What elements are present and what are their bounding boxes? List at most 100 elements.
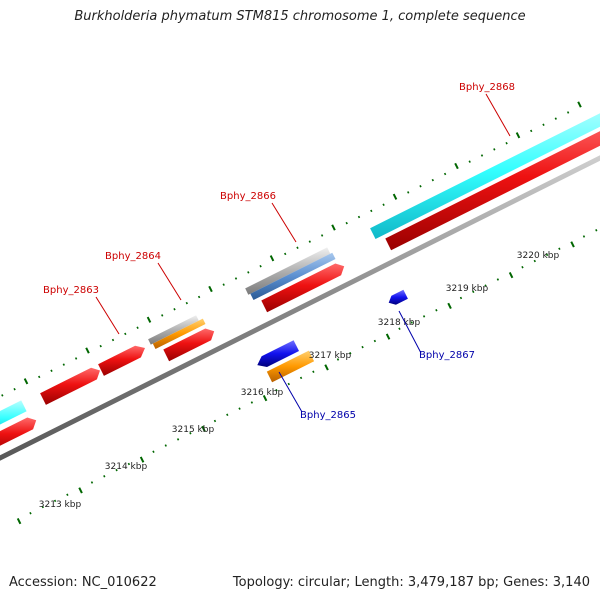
scale-tick-outer <box>247 271 250 274</box>
scale-tick-inner <box>250 401 254 404</box>
scale-label-3217: 3217 kbp <box>309 351 352 361</box>
scale-tick-inner <box>459 296 463 300</box>
cds-forward-bphy-2864[interactable] <box>163 328 215 362</box>
scale-tick-outer <box>197 295 201 299</box>
scale-tick-inner <box>115 468 118 472</box>
scale-tick-outer <box>370 209 373 213</box>
leader-line-bphy_2864 <box>157 262 182 301</box>
scale-tick-outer <box>345 221 348 225</box>
scale-tick-outer <box>185 301 188 305</box>
scale-tick-outer <box>62 363 65 366</box>
leader-line-bphy_2868 <box>485 93 511 137</box>
cds-reverse-bphy-2865-orange[interactable] <box>266 350 315 383</box>
accession-text: Accession: NC_010622 <box>9 575 157 590</box>
scale-tick-outer <box>480 154 484 157</box>
scale-tick-outer <box>577 101 582 108</box>
scale-tick-inner <box>410 321 413 324</box>
scale-tick-inner <box>508 272 514 279</box>
gene-label-bphy_2864[interactable]: Bphy_2864 <box>105 251 161 262</box>
scale-tick-outer <box>23 378 29 385</box>
gene-label-bphy_2863[interactable]: Bphy_2863 <box>43 285 99 296</box>
scale-tick-inner <box>287 382 290 386</box>
scale-tick-outer <box>234 277 238 280</box>
gene-label-bphy_2865[interactable]: Bphy_2865 <box>300 410 356 421</box>
cds-forward-3[interactable] <box>98 345 145 376</box>
scale-tick-inner <box>361 345 364 349</box>
scale-tick-outer <box>208 285 213 293</box>
scale-tick-inner <box>398 327 401 330</box>
cds-forward-1[interactable] <box>0 417 37 454</box>
scale-tick-outer <box>515 132 521 139</box>
scale-tick-inner <box>78 487 83 494</box>
scale-tick-outer <box>50 369 53 373</box>
scale-tick-inner <box>66 493 69 497</box>
scale-tick-outer <box>357 215 361 219</box>
map-title: Burkholderia phymatum STM815 chromosome … <box>74 9 526 24</box>
scale-tick-inner <box>484 284 487 287</box>
scale-label-3215: 3215 kbp <box>172 425 215 435</box>
scale-tick-outer <box>566 111 570 114</box>
scale-tick-outer <box>74 357 78 360</box>
scale-tick-outer <box>222 283 225 286</box>
scale-tick-outer <box>259 264 262 268</box>
scale-tick-outer <box>111 338 115 342</box>
scale-tick-inner <box>521 265 524 269</box>
scale-tick-inner <box>103 475 106 478</box>
scale-tick-outer <box>296 246 299 250</box>
scale-tick-inner <box>472 290 475 294</box>
scale-label-3213: 3213 kbp <box>39 500 82 510</box>
scale-tick-inner <box>201 425 206 433</box>
scale-tick-inner <box>16 518 22 525</box>
scale-tick-inner <box>213 419 217 423</box>
scale-tick-inner <box>299 376 303 380</box>
cds-reverse-bphy-2867[interactable] <box>388 289 408 305</box>
scale-tick-inner <box>373 339 377 343</box>
misc-feature-grey-1[interactable] <box>148 315 199 345</box>
leader-line-bphy_2866 <box>271 202 297 243</box>
scale-tick-outer <box>407 191 410 194</box>
scale-tick-inner <box>595 229 598 232</box>
scale-tick-inner <box>582 235 586 238</box>
gene-label-bphy_2867[interactable]: Bphy_2867 <box>419 350 475 361</box>
scale-tick-outer <box>542 123 545 127</box>
misc-feature-steel-2[interactable] <box>250 252 336 300</box>
scale-tick-outer <box>505 141 508 145</box>
scale-tick-outer <box>284 252 287 256</box>
cds-forward-2[interactable] <box>40 367 100 405</box>
scale-tick-inner <box>176 438 180 441</box>
cds-forward-bphy-2868[interactable] <box>385 117 600 251</box>
scale-label-3214: 3214 kbp <box>105 462 148 472</box>
cds-forward-bphy-2866[interactable] <box>261 263 345 313</box>
gene-forward-1[interactable] <box>0 400 27 436</box>
scale-tick-outer <box>530 129 533 133</box>
gene-label-bphy_2868[interactable]: Bphy_2868 <box>459 82 515 93</box>
scale-tick-inner <box>447 302 452 310</box>
scale-tick-inner <box>152 450 155 453</box>
scale-tick-outer <box>468 160 471 163</box>
misc-feature-orange-1[interactable] <box>152 318 206 349</box>
scale-tick-outer <box>320 234 324 237</box>
scale-tick-outer <box>13 387 16 391</box>
scale-tick-inner <box>349 352 352 355</box>
scale-tick-inner <box>262 395 268 402</box>
scale-tick-inner <box>41 505 44 509</box>
gene-label-bphy_2866[interactable]: Bphy_2866 <box>220 191 276 202</box>
scale-tick-inner <box>90 481 94 484</box>
leader-line-bphy_2863 <box>95 296 120 335</box>
misc-feature-grey-2[interactable] <box>245 247 331 295</box>
scale-label-3220: 3220 kbp <box>517 251 560 261</box>
scale-label-3216: 3216 kbp <box>241 388 284 398</box>
scale-tick-inner <box>226 413 229 417</box>
scale-tick-inner <box>164 444 167 447</box>
scale-tick-outer <box>443 172 447 176</box>
scale-tick-outer <box>392 193 398 200</box>
scale-tick-inner <box>189 431 192 435</box>
scale-tick-inner <box>312 370 315 374</box>
scale-tick-outer <box>308 240 311 243</box>
scale-tick-outer <box>146 316 152 323</box>
scale-tick-inner <box>435 308 438 312</box>
scale-tick-inner <box>385 333 391 340</box>
cds-reverse-bphy-2865-blue[interactable] <box>257 340 299 367</box>
gene-forward-2[interactable] <box>370 102 600 239</box>
